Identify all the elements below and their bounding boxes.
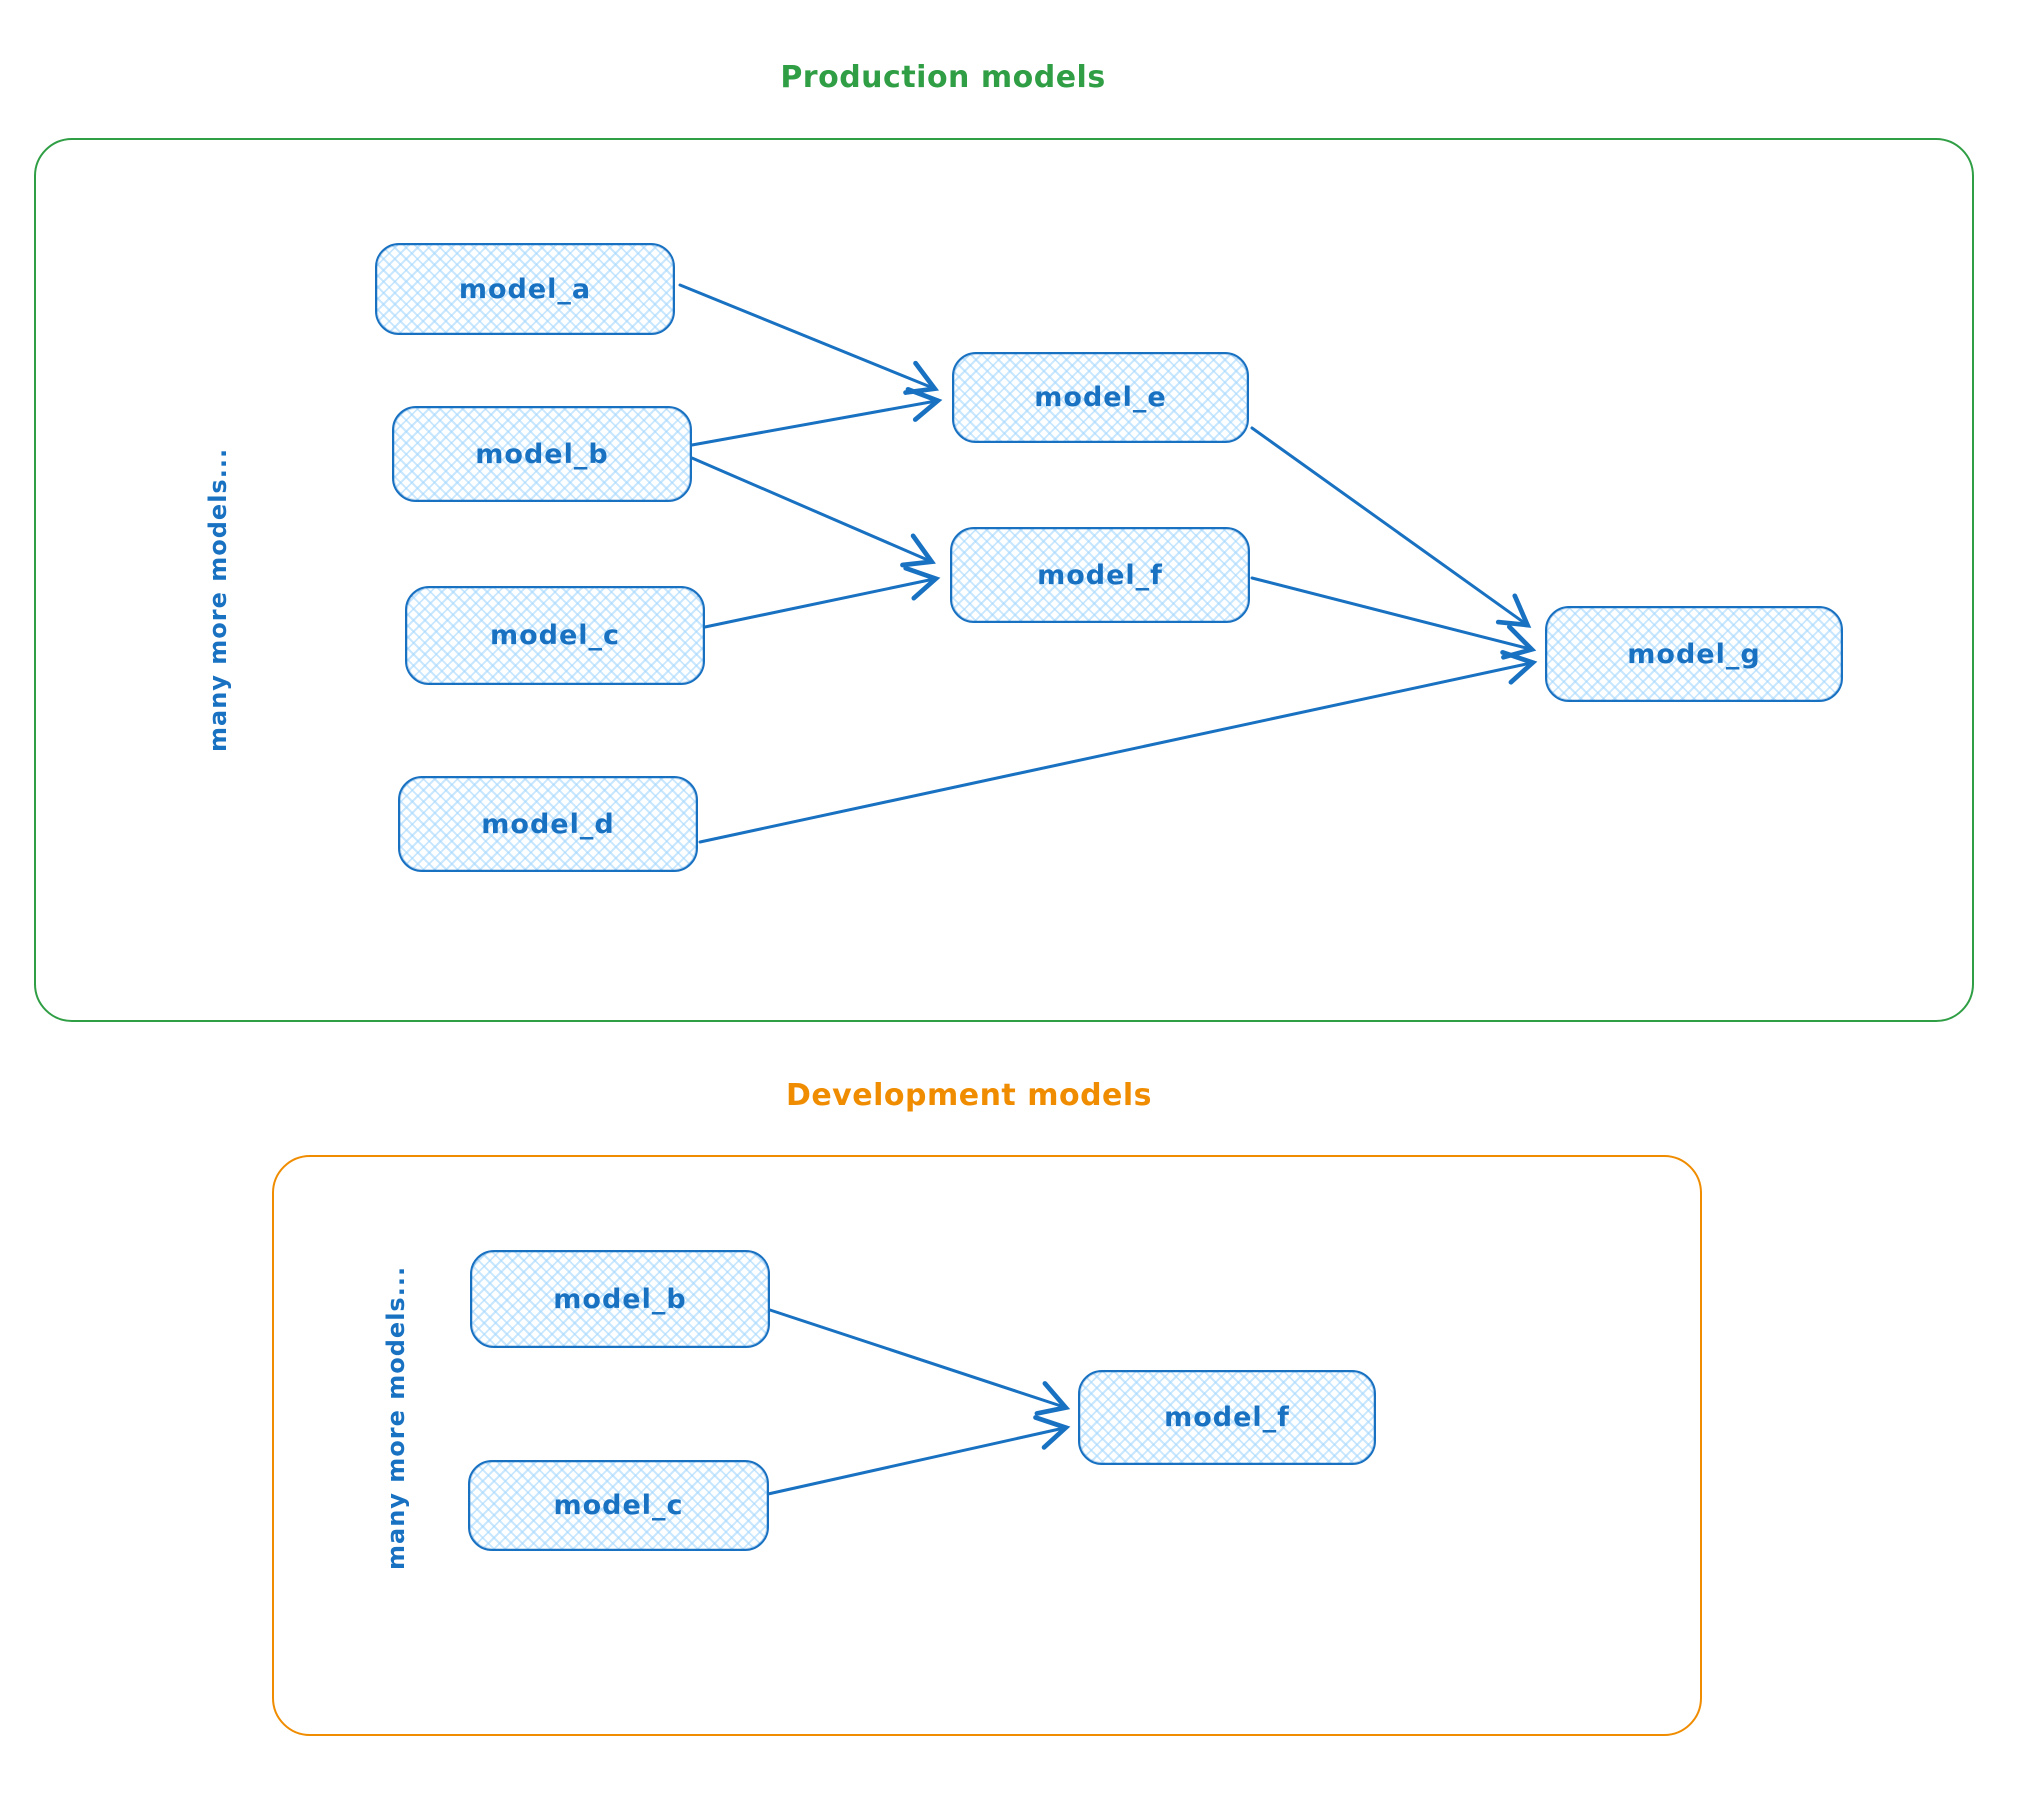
node-prod-model_e-label: model_e [1034, 382, 1167, 413]
node-prod-model_a: model_a [375, 243, 675, 335]
node-dev-model_c: model_c [468, 1460, 769, 1551]
node-dev-model_b-label: model_b [553, 1283, 687, 1315]
node-prod-model_g: model_g [1545, 606, 1843, 702]
node-prod-model_a-label: model_a [458, 273, 592, 305]
production-group-title: Production models [780, 60, 1106, 95]
node-prod-model_b: model_b [392, 406, 692, 502]
development-group-frame [272, 1155, 1702, 1736]
node-prod-model_d: model_d [398, 776, 698, 872]
node-prod-model_f: model_f [950, 527, 1250, 623]
node-dev-model_f-label: model_f [1164, 1402, 1290, 1433]
node-prod-model_g-label: model_g [1627, 638, 1761, 670]
node-dev-model_c-label: model_c [553, 1490, 684, 1521]
node-prod-model_f-label: model_f [1037, 559, 1163, 591]
node-dev-model_b: model_b [470, 1250, 770, 1348]
node-prod-model_d-label: model_d [481, 808, 615, 840]
node-dev-model_f: model_f [1078, 1370, 1376, 1465]
development-group-title: Development models [785, 1078, 1153, 1113]
production-group-frame [34, 138, 1974, 1022]
development-side-label: many more models... [382, 1265, 410, 1570]
node-prod-model_c: model_c [405, 586, 705, 685]
production-side-label: many more models... [204, 447, 232, 752]
node-prod-model_e: model_e [952, 352, 1249, 443]
node-prod-model_c-label: model_c [489, 620, 621, 651]
node-prod-model_b-label: model_b [475, 438, 609, 470]
